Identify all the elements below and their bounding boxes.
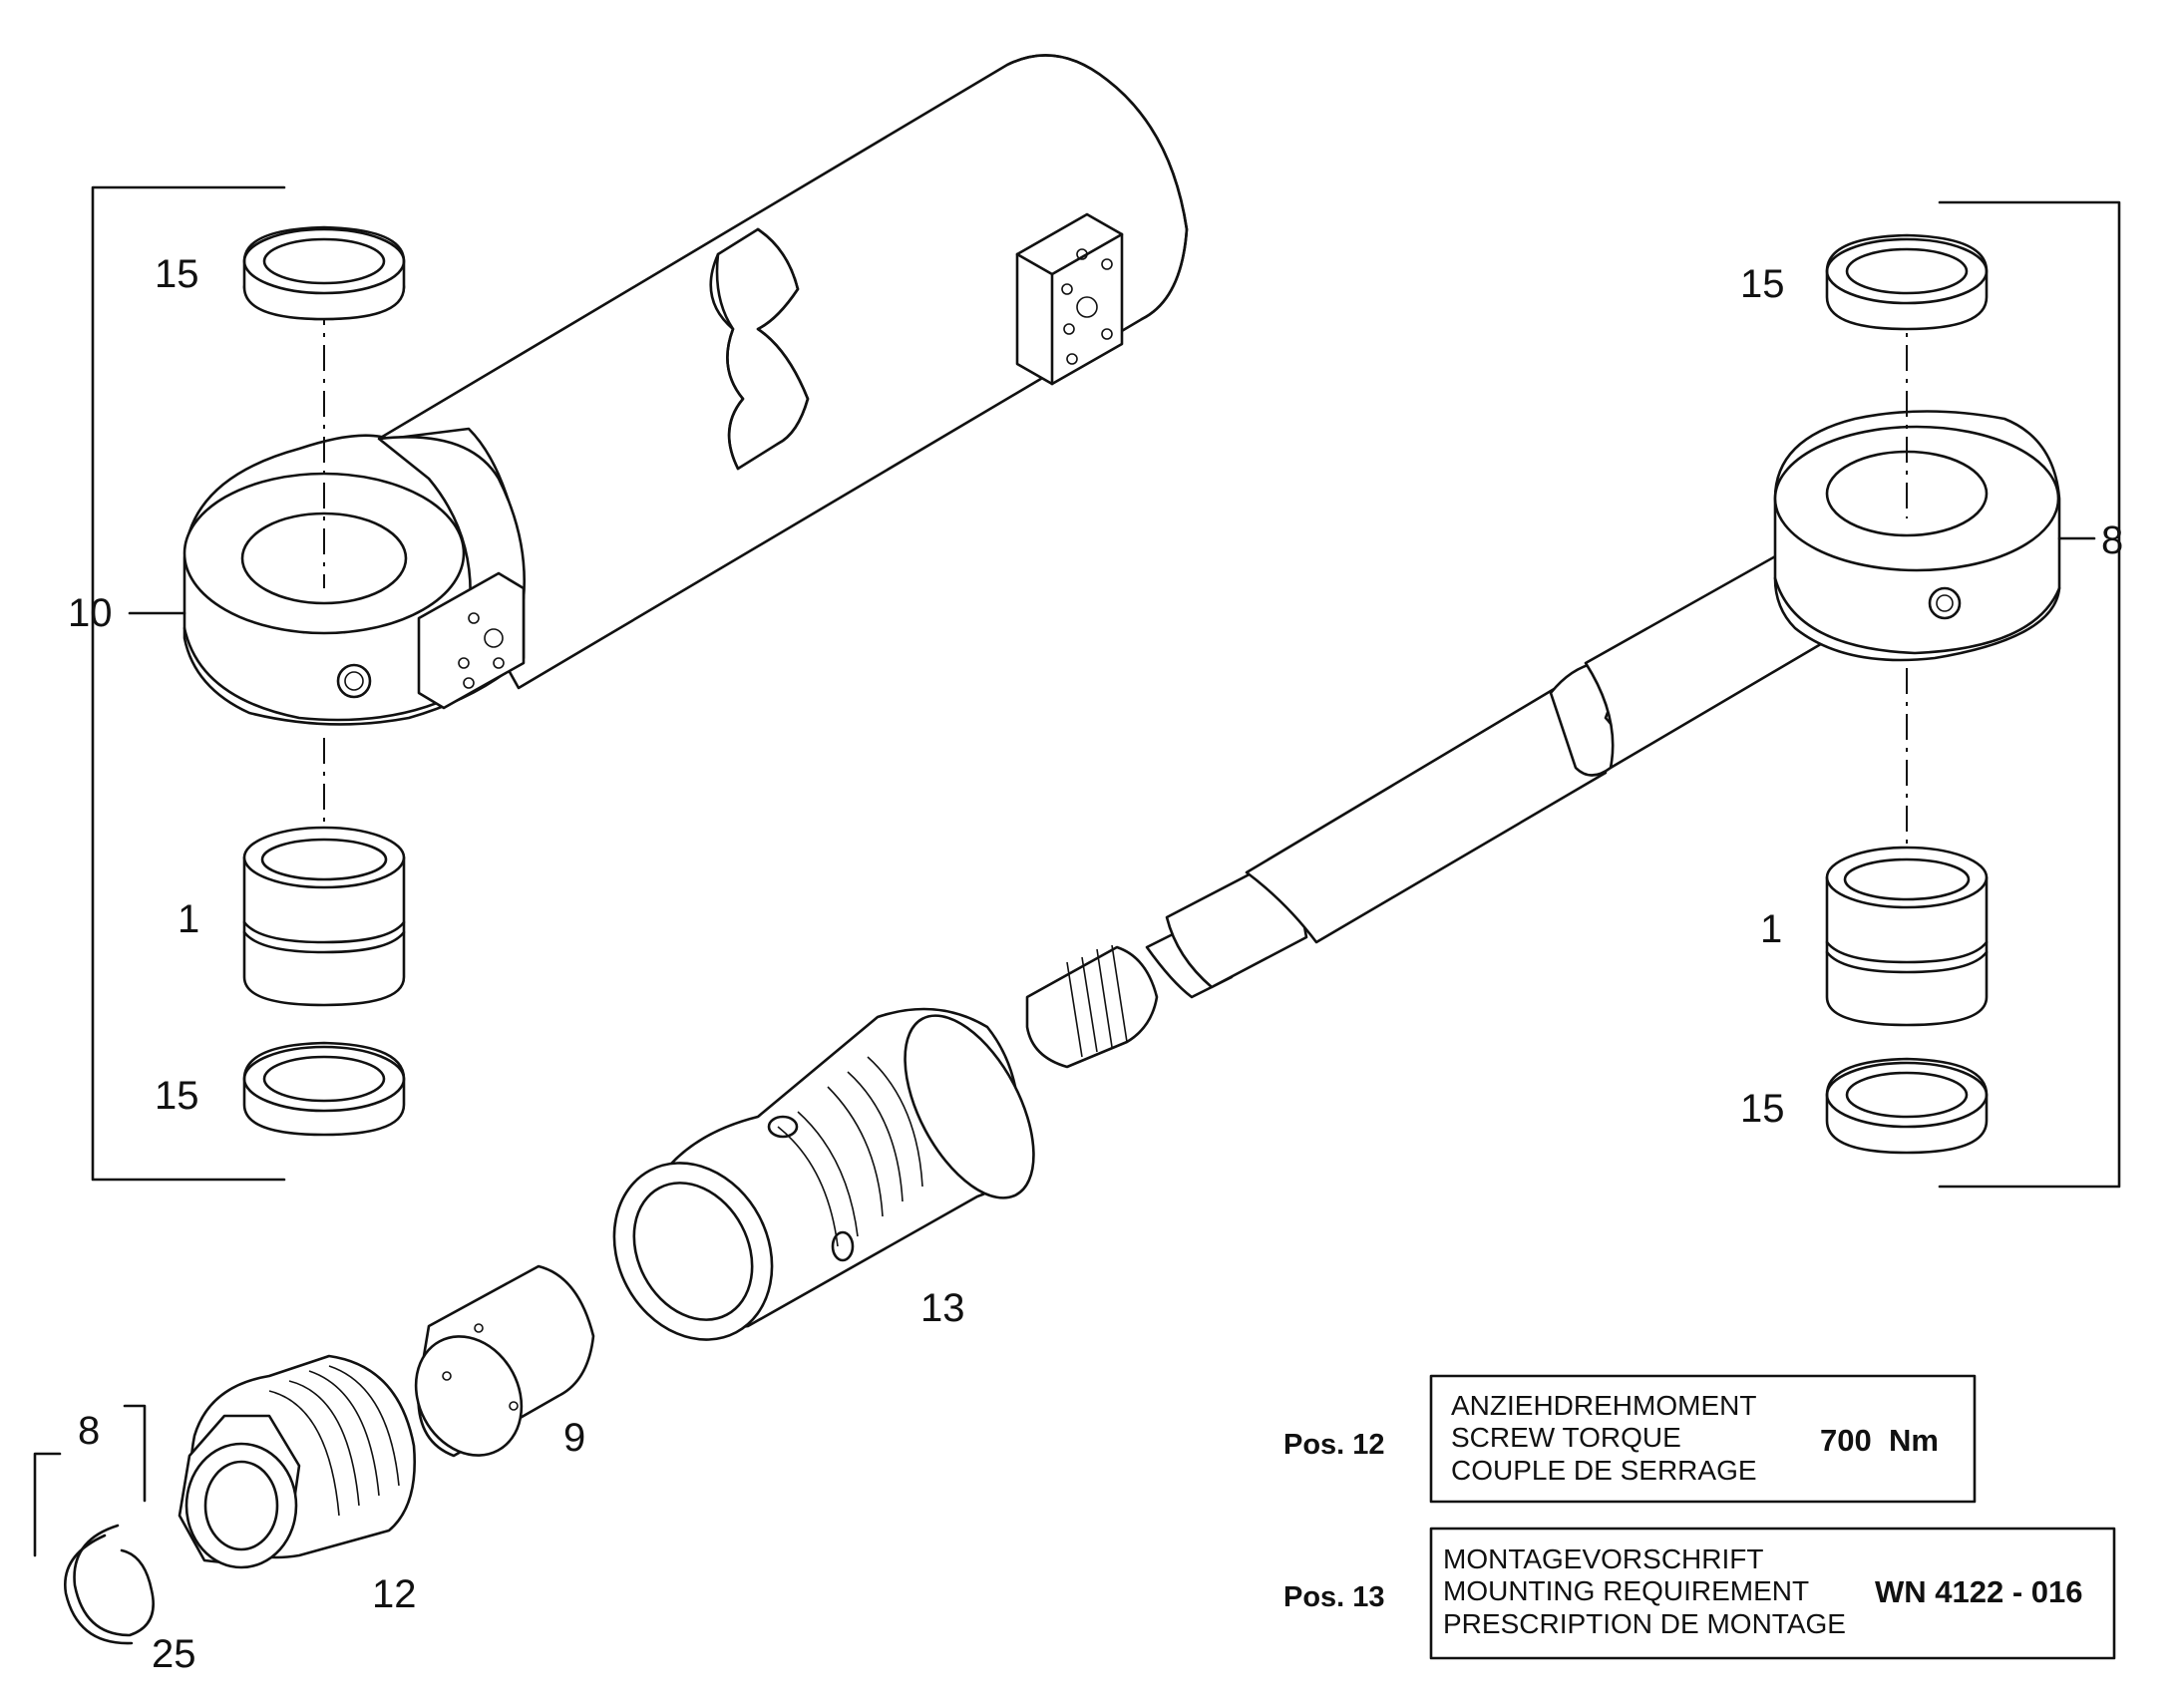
torque-line-fr: COUPLE DE SERRAGE <box>1451 1455 1757 1486</box>
nut <box>178 1354 416 1569</box>
torque-spec: Pos. 12 ANZIEHDREHMOMENT SCREW TORQUE CO… <box>1283 1374 1977 1504</box>
left-top-ring <box>242 225 406 321</box>
piston <box>612 1007 1035 1341</box>
callout-right-bushing: 1 <box>1760 907 1782 951</box>
left-bushing <box>242 826 406 1007</box>
callout-left-assembly: 10 <box>68 591 113 635</box>
mounting-box <box>1429 1527 2116 1660</box>
mounting-spec: Pos. 13 MONTAGEVORSCHRIFT MOUNTING REQUI… <box>1283 1527 2116 1660</box>
callout-right-top-ring: 15 <box>1740 262 1785 306</box>
right-bottom-ring <box>1825 1057 1989 1155</box>
left-bottom-ring <box>242 1041 406 1137</box>
right-bushing <box>1825 846 1989 1027</box>
right-top-ring <box>1825 233 1989 331</box>
torque-line-de: ANZIEHDREHMOMENT <box>1451 1390 1756 1421</box>
callout-sleeve: 9 <box>563 1416 585 1460</box>
callout-clip: 25 <box>152 1632 196 1676</box>
rod-eye-head <box>1773 410 2061 662</box>
callout-piston: 13 <box>920 1286 965 1330</box>
torque-line-en: SCREW TORQUE <box>1451 1422 1681 1453</box>
clip-bracket <box>33 1404 147 1557</box>
callout-right-bottom-ring: 15 <box>1740 1087 1785 1131</box>
mounting-line-en: MOUNTING REQUIREMENT <box>1443 1575 1809 1606</box>
cylinder-barrel <box>377 54 1189 690</box>
torque-value: 700 Nm <box>1820 1423 1939 1458</box>
callout-left-bushing: 1 <box>178 897 199 941</box>
callout-clip-bracket: 8 <box>78 1409 100 1453</box>
callout-left-bottom-ring: 15 <box>155 1074 199 1118</box>
callout-left-top-ring: 15 <box>155 252 199 296</box>
mounting-pos-label: Pos. 13 <box>1283 1581 1385 1613</box>
circlip <box>33 1404 155 1645</box>
right-bracket <box>1938 200 2121 1189</box>
cylinder-eye-head <box>182 427 526 726</box>
callout-nut: 12 <box>372 1572 417 1616</box>
left-bracket <box>91 185 286 1182</box>
sleeve <box>414 1264 595 1458</box>
piston-rod <box>1025 526 1867 1069</box>
mounting-line-de: MONTAGEVORSCHRIFT <box>1443 1543 1763 1574</box>
callout-right-assembly: 8 <box>2101 518 2123 562</box>
torque-pos-label: Pos. 12 <box>1283 1429 1385 1461</box>
mounting-line-fr: PRESCRIPTION DE MONTAGE <box>1443 1608 1846 1639</box>
torque-box <box>1429 1374 1977 1504</box>
mounting-value: WN 4122 - 016 <box>1875 1574 2083 1609</box>
